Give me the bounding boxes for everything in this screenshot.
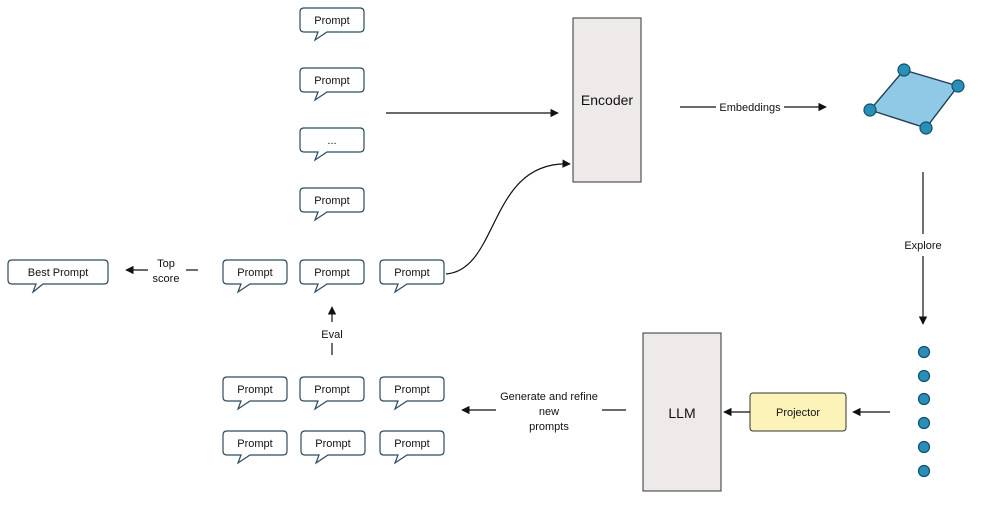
embeddings-label: Embeddings [719, 102, 781, 114]
explore-label: Explore [904, 240, 941, 252]
prompt-bubble-label: Prompt [314, 75, 349, 87]
selection-bubble-2: Prompt [299, 259, 365, 294]
prompt-bubble-label: Prompt [394, 384, 429, 396]
top-score-label-line-2: score [153, 273, 180, 285]
embedding-point [863, 103, 877, 117]
eval-label: Eval [321, 329, 342, 341]
best-prompt-bubble: Best Prompt [7, 259, 109, 294]
prompt-bubble-label: Prompt [237, 267, 272, 279]
prompt-bubble-label: Prompt [394, 267, 429, 279]
embedding-point [897, 63, 911, 77]
generate-label-line-1: Generate and refine [500, 391, 598, 403]
prompt-bubble-column-2: Prompt [299, 67, 365, 102]
generated-bubble-5: Prompt [300, 430, 366, 465]
latent-point [917, 345, 931, 359]
latent-point [917, 392, 931, 406]
feedback-curve-arrow [445, 159, 571, 275]
latent-points-column [917, 345, 931, 478]
generated-bubble-6: Prompt [379, 430, 445, 465]
projector-label: Projector [776, 407, 820, 419]
selection-bubble-1: Prompt [222, 259, 288, 294]
prompt-bubble-label: Prompt [314, 15, 349, 27]
prompt-bubble-column-1: Prompt [299, 7, 365, 42]
generated-bubble-2: Prompt [299, 376, 365, 411]
prompt-bubble-label: Prompt [237, 438, 272, 450]
encoder-block: Encoder [572, 17, 642, 183]
latent-point [917, 369, 931, 383]
generated-bubble-3: Prompt [379, 376, 445, 411]
selection-bubble-3: Prompt [379, 259, 445, 294]
prompt-bubble-column-4: Prompt [299, 187, 365, 222]
embedding-space-icon [863, 63, 965, 135]
prompt-bubble-label: Prompt [394, 438, 429, 450]
llm-block: LLM [642, 332, 722, 492]
latent-point [917, 416, 931, 430]
prompt-bubble-label: Prompt [314, 384, 349, 396]
latent-point [917, 440, 931, 454]
best-prompt-label: Best Prompt [28, 267, 89, 279]
llm-label: LLM [668, 405, 695, 421]
top-score-label-line-1: Top [157, 258, 175, 270]
encoder-label: Encoder [581, 92, 633, 108]
prompt-bubble-label: Prompt [237, 384, 272, 396]
latent-point [917, 464, 931, 478]
embedding-point [951, 79, 965, 93]
embedding-point [919, 121, 933, 135]
generated-bubble-4: Prompt [222, 430, 288, 465]
prompt-bubble-label: Prompt [314, 195, 349, 207]
generate-label-line-2: new [539, 406, 559, 418]
prompt-bubble-label: Prompt [315, 438, 350, 450]
prompt-bubble-label: Prompt [314, 267, 349, 279]
prompt-bubble-label: ... [327, 135, 336, 147]
generated-bubble-1: Prompt [222, 376, 288, 411]
generate-label-line-3: prompts [529, 421, 569, 433]
prompt-bubble-column-3: ... [299, 127, 365, 162]
projector-block: Projector [749, 392, 847, 432]
